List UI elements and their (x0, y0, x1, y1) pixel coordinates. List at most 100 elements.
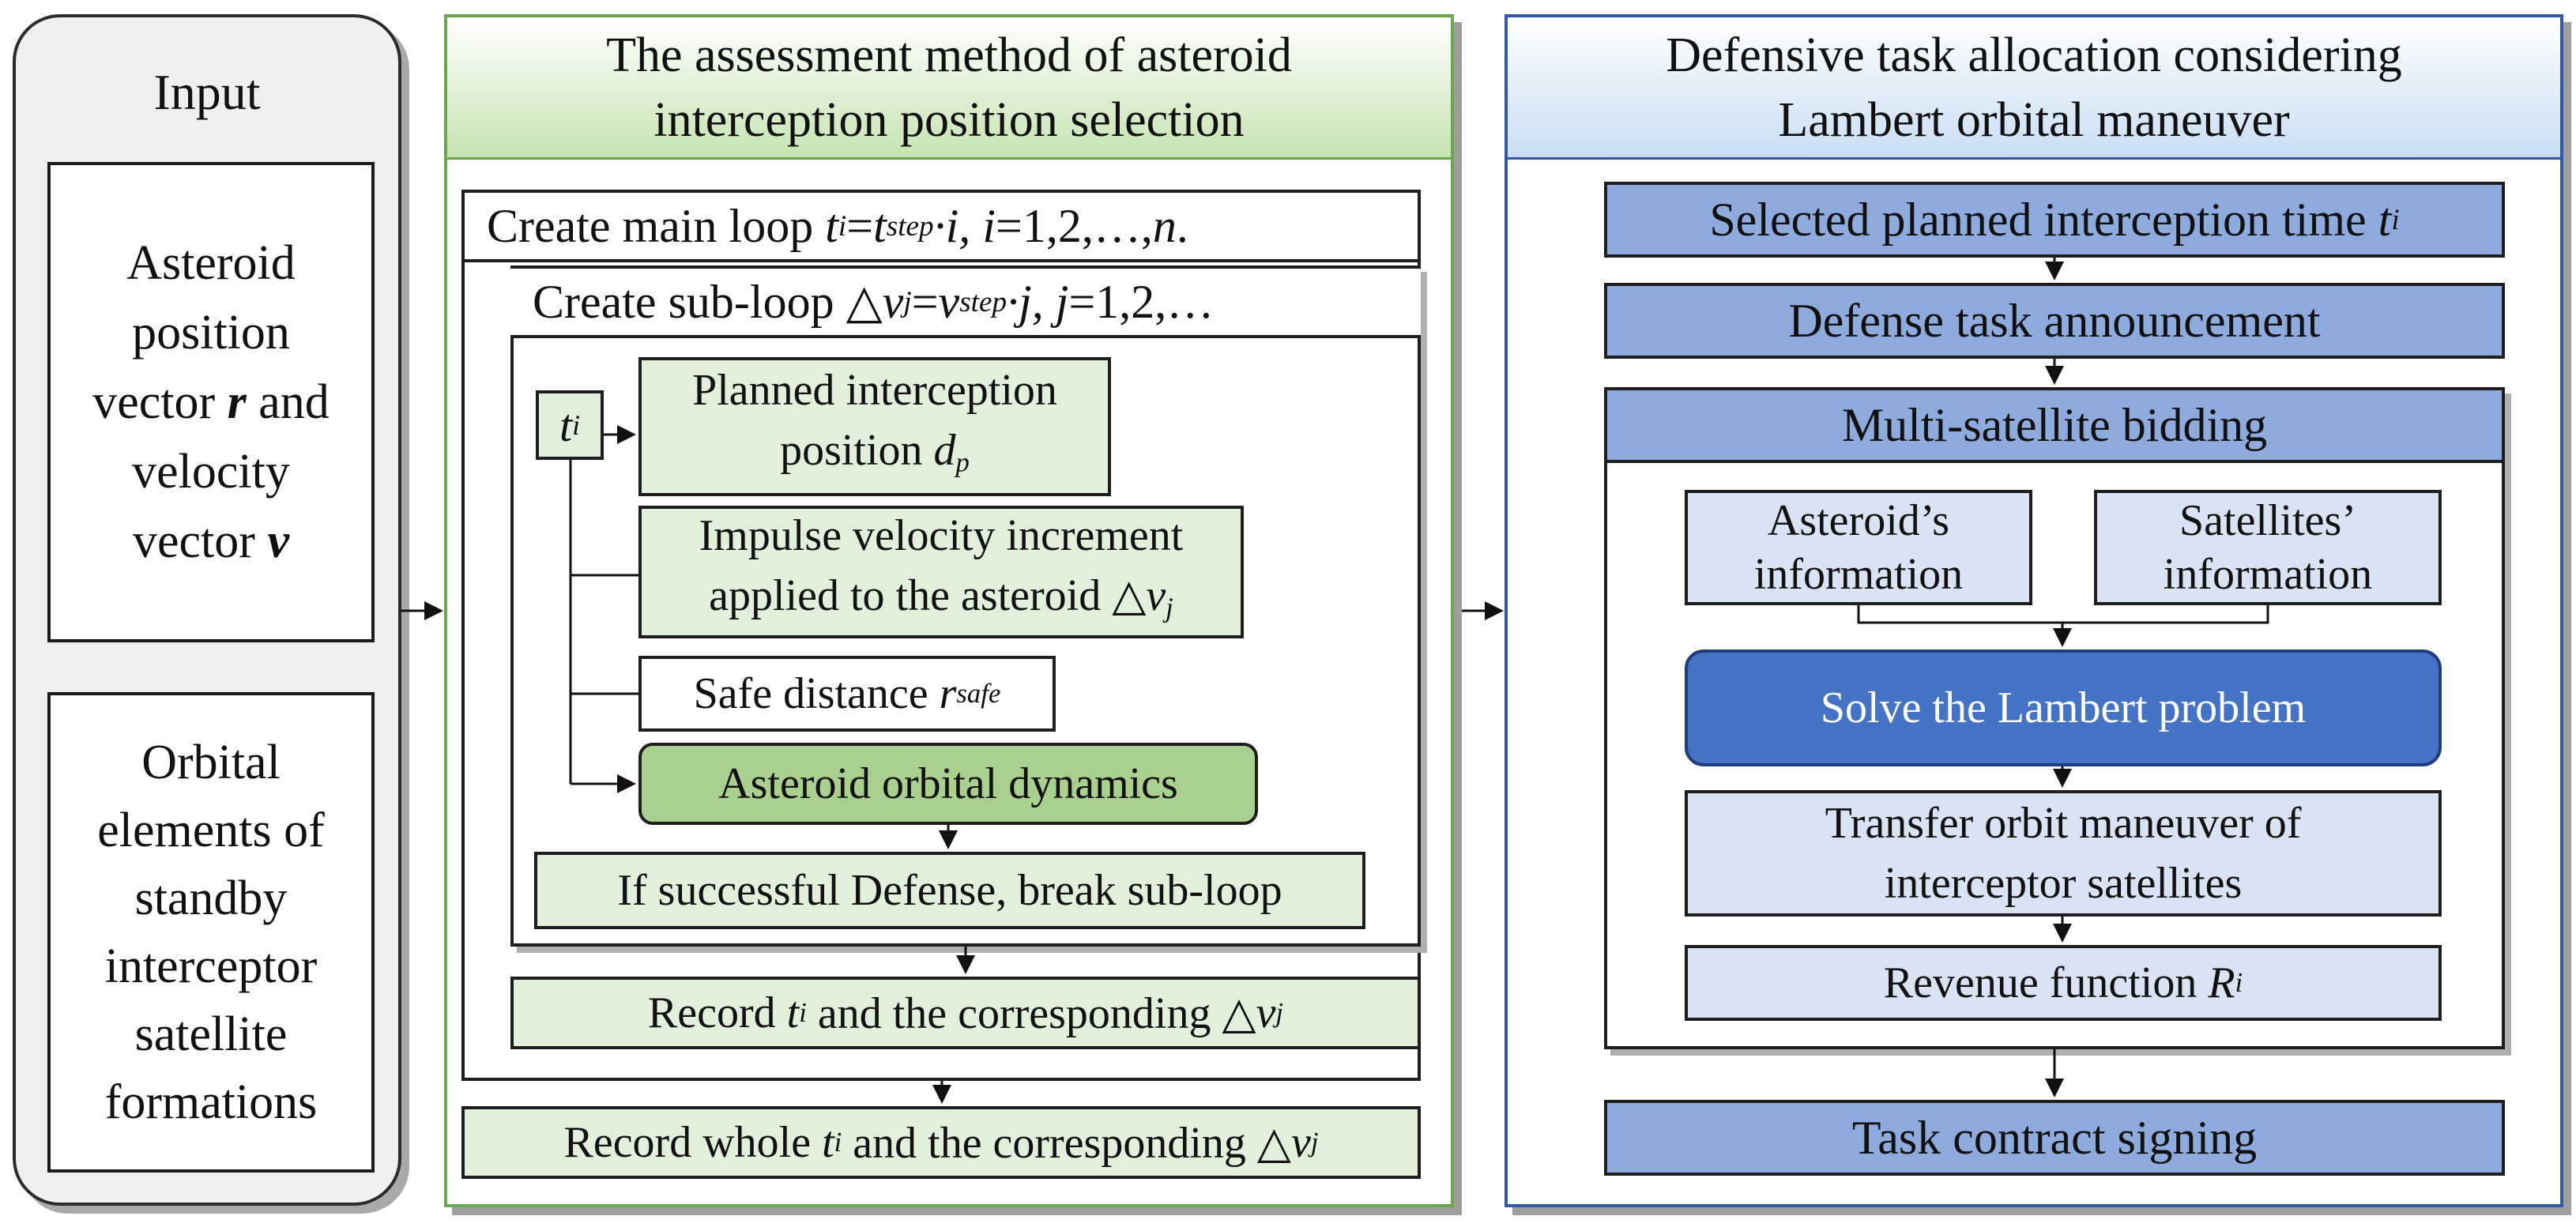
sub-loop-v2: v (938, 275, 960, 328)
velocity-vector-symbol: v (267, 514, 289, 568)
asteroid-info-line2: information (1753, 550, 1964, 599)
asteroid-state-box: Asteroid position vector r and velocity … (47, 162, 375, 642)
box2-line2: elements of (97, 804, 325, 857)
revenue-R: R (2208, 958, 2235, 1007)
record-whole-post: and the corresponding △ (842, 1118, 1291, 1168)
box2-line1: Orbital (141, 736, 281, 789)
connector-info-merge (1857, 605, 2269, 624)
main-loop-prefix: Create main loop (487, 199, 826, 252)
record-v-sub: j (1275, 997, 1284, 1028)
sub-loop-dot-j: ·j, (1007, 275, 1044, 328)
safe-pre: Safe distance (693, 669, 940, 718)
defense-title-line2: Lambert orbital maneuver (1778, 92, 2290, 147)
main-loop-n: n (1152, 199, 1177, 252)
safe-r: r (939, 669, 957, 718)
orbital-elements-box: Orbital elements of standby interceptor … (47, 692, 375, 1173)
asteroid-info-line1: Asteroid’s (1767, 496, 1950, 545)
impulse-v-sub: j (1166, 592, 1173, 623)
satellites-info-line1: Satellites’ (2179, 496, 2356, 545)
transfer-line2: interceptor satellites (1884, 859, 2243, 908)
announcement-bar: Defense task announcement (1604, 283, 2505, 359)
revenue-pre: Revenue function (1883, 958, 2209, 1007)
position-vector-symbol: r (227, 375, 247, 429)
record-whole-t-sub: i (834, 1127, 842, 1158)
sub-loop-v2-sub: step (959, 285, 1007, 318)
box1-line2: position (132, 306, 290, 360)
box1-line5-pre: vector (133, 514, 268, 568)
contract-signing-bar: Task contract signing (1604, 1100, 2505, 1176)
planned-line2-pre: position (780, 426, 934, 476)
main-loop-t-sub: i (838, 209, 847, 243)
box1-line4: velocity (132, 445, 290, 499)
planned-line1: Planned interception (692, 366, 1057, 416)
box2-line6: formations (104, 1075, 318, 1129)
impulse-v: v (1146, 571, 1166, 621)
defense-header: Defensive task allocation considering La… (1508, 17, 2560, 160)
impulse-velocity-box: Impulse velocity increment applied to th… (638, 506, 1244, 638)
record-post: and the corresponding △ (806, 988, 1256, 1038)
satellites-info-box: Satellites’ information (2094, 490, 2442, 605)
record-v: v (1256, 988, 1276, 1037)
ti-t: t (559, 399, 573, 451)
transfer-orbit-box: Transfer orbit maneuver of interceptor s… (1685, 790, 2442, 917)
record-whole-t: t (822, 1118, 834, 1167)
record-whole-v-sub: j (1310, 1127, 1319, 1158)
record-whole-pre: Record whole (563, 1118, 823, 1167)
assessment-title-line2: interception position selection (653, 92, 1245, 147)
record-whole-v: v (1290, 1118, 1311, 1167)
main-loop-eq: = (846, 199, 874, 252)
box1-line1: Asteroid (126, 236, 296, 290)
box2-line5: satellite (134, 1007, 288, 1061)
input-title: Input (153, 64, 261, 120)
satellites-info-line2: information (2163, 550, 2373, 599)
asteroid-info-box: Asteroid’s information (1685, 490, 2032, 605)
box1-line3-pre: vector (92, 375, 228, 429)
record-t-sub: i (799, 997, 807, 1028)
box1-line5: vector v (133, 506, 289, 576)
planned-position-box: Planned interception position dp (638, 357, 1111, 496)
bidding-bar: Multi-satellite bidding (1604, 387, 2505, 463)
break-subloop-box: If successful Defense, break sub-loop (534, 852, 1365, 929)
main-loop-dot-i: ·i, (933, 199, 971, 252)
sub-loop-prefix: Create sub-loop △ (533, 276, 883, 328)
main-loop-i: i (982, 199, 996, 252)
sub-loop-range: =1,2,… (1068, 275, 1215, 328)
box2-line3: standby (134, 871, 288, 925)
impulse-line2: applied to the asteroid △vj (709, 566, 1173, 638)
sub-loop-eq: = (911, 275, 939, 328)
ti-sub: i (572, 409, 581, 441)
main-loop-t2: t (873, 199, 887, 252)
assessment-header: The assessment method of asteroid interc… (447, 17, 1451, 160)
sub-loop-v-sub: j (903, 285, 912, 318)
box2-line4: interceptor (104, 939, 318, 993)
planned-line2: position dp (780, 420, 970, 493)
sub-loop-v: v (882, 275, 904, 328)
selected-t: t (2378, 193, 2392, 246)
lambert-problem-box: Solve the Lambert problem (1685, 649, 2442, 766)
main-loop-end: . (1176, 199, 1188, 252)
defense-title-line1: Defensive task allocation considering (1666, 28, 2402, 82)
impulse-line1: Impulse velocity increment (699, 511, 1184, 561)
impulse-line2-pre: applied to the asteroid △ (709, 571, 1147, 621)
transfer-line1: Transfer orbit maneuver of (1825, 799, 2302, 848)
planned-d-sub: p (955, 446, 970, 478)
selected-t-sub: i (2391, 203, 2400, 236)
box1-line3-post: and (246, 375, 330, 429)
orbital-dynamics-box: Asteroid orbital dynamics (638, 743, 1258, 825)
revenue-R-sub: i (2235, 967, 2243, 998)
main-loop-range: =1,2,…, (995, 199, 1153, 252)
main-loop-t2-sub: step (886, 209, 934, 243)
record-t: t (786, 988, 800, 1037)
sub-loop-j: j (1055, 275, 1069, 328)
planned-d: d (933, 426, 956, 476)
selected-pre: Selected planned interception time (1709, 193, 2378, 246)
